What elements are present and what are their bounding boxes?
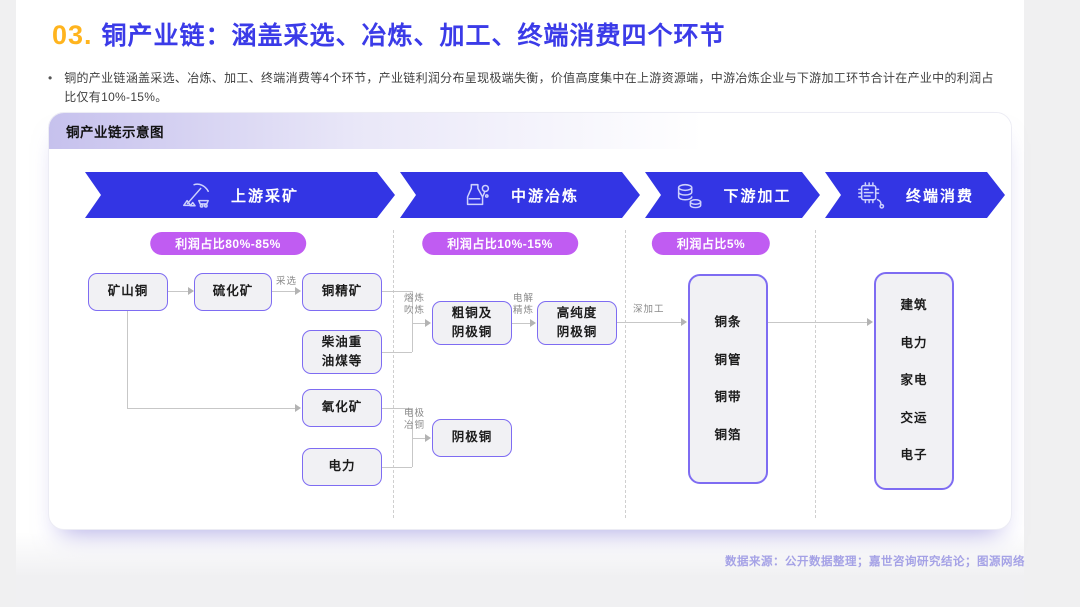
stage-label: 下游加工 <box>723 187 792 205</box>
arrowhead <box>867 317 877 326</box>
connector-line <box>412 323 426 324</box>
stage-label: 中游冶炼 <box>510 187 579 205</box>
arrowhead <box>425 433 435 442</box>
card-header: 铜产业链示意图 <box>49 113 1011 149</box>
data-source-note: 数据来源：公开数据整理；嘉世咨询研究结论；图源网络 <box>725 556 1025 568</box>
arrowhead <box>530 318 540 327</box>
furnace-smelting-icon <box>461 180 491 210</box>
bottom-fade <box>16 532 1024 607</box>
card-title: 铜产业链示意图 <box>66 125 164 140</box>
arrowhead <box>295 286 305 295</box>
connector-line <box>412 408 413 467</box>
node-fuel: 柴油重 油煤等 <box>302 330 382 374</box>
node-sulfide-ore: 硫化矿 <box>194 273 272 311</box>
connector-line <box>617 322 682 323</box>
connector-line <box>412 438 426 439</box>
arrowhead <box>681 317 691 326</box>
node-end-uses: 建筑 电力 家电 交运 电子 <box>874 272 954 490</box>
node-processed-products: 铜条 铜管 铜带 铜箔 <box>688 274 768 484</box>
coins-processing-icon <box>673 180 703 210</box>
edge-label-smelting: 熔炼 吹炼 <box>404 293 426 317</box>
summary-bullet: • 铜的产业链涵盖采选、冶炼、加工、终端消费等4个环节，产业链利润分布呈现极端失… <box>48 69 1000 106</box>
node-oxide-ore: 氧化矿 <box>302 389 382 427</box>
node-copper-concentrate: 铜精矿 <box>302 273 382 311</box>
node-electric-power: 电力 <box>302 448 382 486</box>
edge-label-deep-processing: 深加工 <box>633 304 665 315</box>
section-divider <box>393 230 394 518</box>
pickaxe-mining-icon <box>181 180 211 210</box>
node-cathode-copper: 阴极铜 <box>432 419 512 457</box>
edge-label-beneficiation: 采选 <box>276 276 298 287</box>
stage-label: 终端消费 <box>905 187 974 205</box>
connector-line <box>272 291 296 292</box>
edge-label-electrolytic-refining: 电解 精炼 <box>513 293 535 317</box>
node-mine-copper: 矿山铜 <box>88 273 168 311</box>
section-divider <box>815 230 816 518</box>
stage-banner-upstream: 上游采矿 <box>85 172 395 218</box>
connector-line <box>382 467 412 468</box>
title-number: 03. <box>52 20 93 50</box>
profit-badge-downstream: 利润占比5% <box>651 232 771 255</box>
title-text: 铜产业链：涵盖采选、冶炼、加工、终端消费四个环节 <box>101 22 726 50</box>
connector-line <box>382 352 412 353</box>
page-title: 03. 铜产业链：涵盖采选、冶炼、加工、终端消费四个环节 <box>52 16 726 52</box>
connector-line <box>382 408 412 409</box>
profit-badge-upstream: 利润占比80%-85% <box>150 232 306 255</box>
edge-label-electrowinning: 电极 冶铜 <box>404 408 426 432</box>
connector-line <box>382 291 412 292</box>
stage-banner-downstream: 下游加工 <box>645 172 820 218</box>
stage-banner-midstream: 中游冶炼 <box>400 172 640 218</box>
arrowhead <box>425 318 435 327</box>
connector-line <box>768 322 868 323</box>
node-high-purity-cathode: 高纯度 阴极铜 <box>537 301 617 345</box>
connector-line <box>168 291 189 292</box>
node-blister-copper: 粗铜及 阴极铜 <box>432 301 512 345</box>
section-divider <box>625 230 626 518</box>
circuit-consumption-icon <box>856 180 886 210</box>
arrowhead <box>295 403 305 412</box>
bullet-text: 铜的产业链涵盖采选、冶炼、加工、终端消费等4个环节，产业链利润分布呈现极端失衡，… <box>64 71 994 104</box>
stage-label: 上游采矿 <box>230 187 299 205</box>
connector-line <box>412 291 413 352</box>
connector-line <box>512 323 531 324</box>
connector-line <box>127 408 296 409</box>
arrowhead <box>188 286 198 295</box>
bullet-marker: • <box>48 71 53 85</box>
profit-badge-midstream: 利润占比10%-15% <box>422 232 578 255</box>
connector-line <box>127 311 128 408</box>
stage-banner-consumption: 终端消费 <box>825 172 1005 218</box>
